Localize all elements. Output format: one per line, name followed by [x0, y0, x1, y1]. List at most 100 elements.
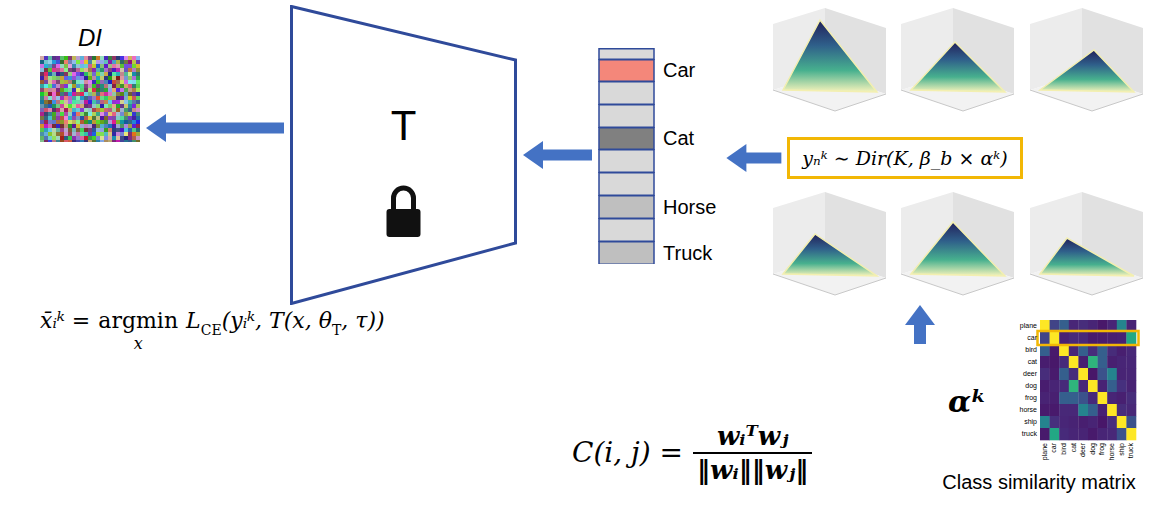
image-pixel — [68, 116, 72, 120]
image-pixel — [68, 128, 72, 132]
image-pixel — [72, 104, 76, 108]
image-pixel — [80, 80, 84, 84]
image-pixel — [112, 96, 116, 100]
image-pixel — [76, 72, 80, 76]
heatmap-cell — [1088, 416, 1098, 428]
flow-arrow — [523, 141, 592, 169]
image-pixel — [80, 104, 84, 108]
image-pixel — [68, 72, 72, 76]
image-pixel — [48, 88, 52, 92]
image-pixel — [52, 132, 56, 136]
image-pixel — [80, 120, 84, 124]
image-pixel — [128, 80, 132, 84]
image-pixel — [76, 128, 80, 132]
heatmap-cell — [1069, 356, 1079, 368]
image-pixel — [68, 112, 72, 116]
class-label: Horse — [663, 195, 716, 219]
formula-term: x̄ᵢᵏ = — [40, 306, 90, 336]
dirichlet-formula-box: yₙᵏ ∼ Dir(K, β_b × αᵏ) — [787, 137, 1022, 179]
image-pixel — [84, 88, 88, 92]
lock-icon — [387, 188, 421, 237]
image-pixel — [76, 96, 80, 100]
image-pixel — [112, 92, 116, 96]
image-pixel — [44, 68, 48, 72]
image-pixel — [68, 68, 72, 72]
image-pixel — [124, 108, 128, 112]
heatmap-cell — [1040, 428, 1050, 440]
image-pixel — [136, 96, 140, 100]
image-pixel — [88, 112, 92, 116]
image-pixel — [108, 56, 112, 60]
image-pixel — [92, 128, 96, 132]
image-pixel — [56, 92, 60, 96]
heatmap-cell — [1050, 416, 1060, 428]
image-pixel — [112, 104, 116, 108]
image-pixel — [52, 72, 56, 76]
vector-cell — [599, 150, 654, 173]
image-pixel — [44, 128, 48, 132]
image-pixel — [72, 128, 76, 132]
image-pixel — [112, 132, 116, 136]
vector-cell — [599, 128, 654, 150]
image-pixel — [132, 128, 136, 132]
image-pixel — [108, 60, 112, 64]
image-pixel — [68, 60, 72, 64]
image-pixel — [60, 56, 64, 60]
image-pixel — [92, 96, 96, 100]
image-pixel — [132, 124, 136, 128]
image-pixel — [100, 88, 104, 92]
image-pixel — [72, 140, 76, 142]
image-pixel — [80, 136, 84, 140]
image-pixel — [100, 84, 104, 88]
vector-cell — [599, 105, 654, 128]
axis-label: bird — [1060, 443, 1068, 455]
image-pixel — [60, 92, 64, 96]
image-pixel — [132, 64, 136, 68]
heatmap-cell — [1069, 416, 1079, 428]
image-pixel — [128, 104, 132, 108]
image-pixel — [92, 132, 96, 136]
image-pixel — [132, 136, 136, 140]
image-pixel — [76, 112, 80, 116]
up-arrow — [905, 305, 935, 344]
image-pixel — [88, 72, 92, 76]
image-pixel — [68, 84, 72, 88]
heatmap-cell — [1088, 368, 1098, 380]
heatmap-cell — [1078, 428, 1088, 440]
image-pixel — [64, 100, 68, 104]
axis-label: horse — [1108, 443, 1116, 461]
image-pixel — [100, 76, 104, 80]
image-pixel — [100, 68, 104, 72]
image-pixel — [64, 92, 68, 96]
image-pixel — [64, 108, 68, 112]
heatmap-cell — [1059, 392, 1069, 404]
image-pixel — [132, 76, 136, 80]
image-pixel — [128, 124, 132, 128]
axis-label: dog — [1025, 382, 1037, 390]
image-pixel — [104, 112, 108, 116]
image-pixel — [72, 136, 76, 140]
heatmap-cell — [1117, 380, 1127, 392]
image-pixel — [56, 60, 60, 64]
image-pixel — [60, 128, 64, 132]
image-pixel — [80, 84, 84, 88]
axis-label: truck — [1022, 430, 1037, 438]
fraction: wᵢᵀwⱼ‖wᵢ‖‖wⱼ‖ — [693, 420, 812, 486]
image-pixel — [108, 100, 112, 104]
image-pixel — [104, 68, 108, 72]
vector-cell — [599, 219, 654, 242]
heatmap-cell — [1059, 368, 1069, 380]
image-pixel — [52, 64, 56, 68]
image-pixel — [80, 96, 84, 100]
arrow-shaft — [542, 150, 592, 161]
image-pixel — [132, 60, 136, 64]
image-pixel — [136, 100, 140, 104]
heatmap-cell — [1107, 392, 1117, 404]
image-pixel — [124, 120, 128, 124]
image-pixel — [116, 80, 120, 84]
class-label: Car — [663, 58, 695, 82]
image-pixel — [64, 88, 68, 92]
image-pixel — [76, 132, 80, 136]
dirichlet-plot — [1030, 192, 1143, 295]
image-pixel — [80, 92, 84, 96]
